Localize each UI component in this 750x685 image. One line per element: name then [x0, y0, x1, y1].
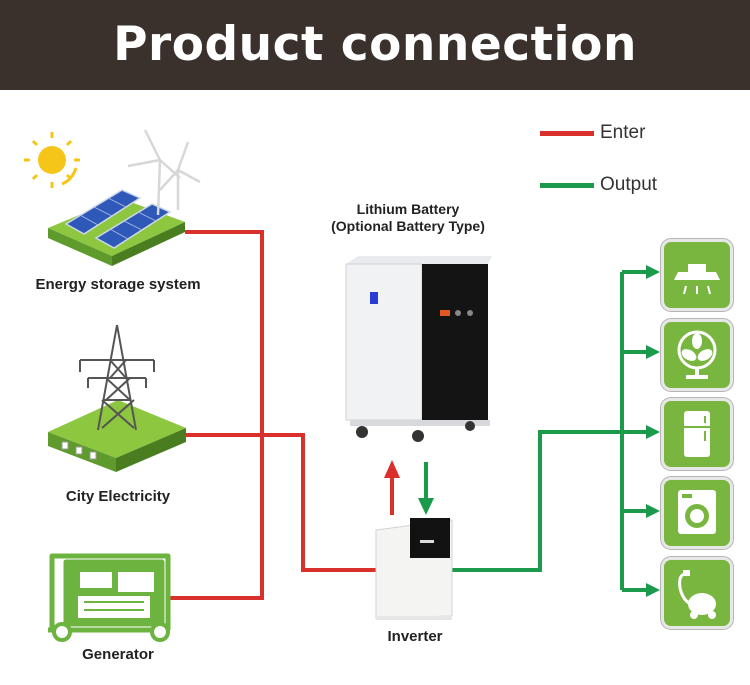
vacuum-cleaner-icon [678, 570, 716, 619]
legend-output-label: Output [600, 174, 658, 195]
appliance-refrigerator [661, 398, 733, 470]
city-electricity-label: City Electricity [65, 488, 171, 505]
range-hood-icon [674, 264, 720, 295]
fan-icon [677, 330, 717, 379]
legend-enter-label: Enter [600, 122, 646, 143]
header-bar: Product connection diagram [0, 0, 750, 150]
output-arrowhead-4 [646, 504, 660, 518]
legend-output-line [540, 183, 594, 188]
appliance-washing-machine [661, 477, 733, 549]
battery-label-line1: Lithium Battery [356, 201, 460, 217]
page-title: Product connection diagram [113, 17, 637, 150]
appliance-fan [661, 319, 733, 391]
output-arrowhead-3 [646, 425, 660, 439]
inverter-label: Inverter [387, 628, 443, 645]
appliance-vacuum [661, 557, 733, 629]
battery-label-line2: (Optional Battery Type) [331, 218, 485, 234]
enter-line-energy-storage [185, 230, 264, 598]
refrigerator-icon [684, 411, 710, 457]
output-arrowhead-inverter [418, 498, 434, 515]
appliance-range-hood [661, 239, 733, 311]
output-line-main [452, 430, 622, 572]
output-arrowhead-2 [646, 345, 660, 359]
output-arrowhead-1 [646, 265, 660, 279]
enter-line-city [185, 433, 376, 572]
legend-enter-line [540, 131, 594, 136]
washing-machine-icon [678, 490, 716, 534]
enter-arrowhead [384, 460, 400, 478]
output-arrowhead-5 [646, 583, 660, 597]
energy-storage-label: Energy storage system [35, 276, 201, 293]
generator-label: Generator [82, 646, 154, 663]
